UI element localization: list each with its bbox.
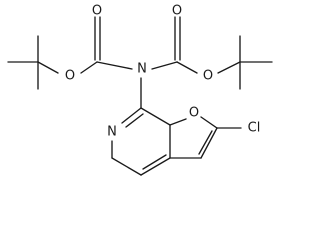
bond [217, 61, 241, 74]
bond [37, 61, 59, 74]
bond [125, 113, 144, 128]
bond [121, 107, 142, 124]
right-boc-group [151, 16, 198, 74]
bond [200, 116, 218, 129]
furan-oxygen-label: O [189, 106, 199, 121]
carbonyl-oxygen-left-label: O [92, 4, 102, 19]
bond [96, 61, 133, 70]
pyridine-nitrogen-label: N [107, 125, 117, 140]
left-boc-group [80, 16, 133, 74]
bond [198, 130, 213, 155]
bond [140, 107, 171, 126]
chlorine-label: Cl [248, 121, 261, 136]
bond [142, 154, 167, 170]
pyridine-ring [111, 107, 171, 176]
ester-oxygen-left-label: O [65, 69, 75, 84]
bond [111, 157, 142, 176]
bond [140, 157, 171, 176]
molecule-drawing: O O O O N N O Cl [7, 4, 273, 176]
bond [169, 118, 187, 126]
left-tert-butyl [7, 35, 59, 90]
ester-oxygen-right-label: O [203, 69, 213, 84]
imide-nitrogen-label: N [137, 62, 147, 77]
structure-diagram: O O O O N N O Cl [7, 3, 273, 176]
bond [151, 61, 178, 70]
right-tert-butyl [217, 35, 273, 90]
bond [80, 61, 98, 74]
bond [200, 127, 218, 159]
bond [176, 61, 198, 74]
carbonyl-oxygen-right-label: O [172, 4, 182, 19]
furan-ring [169, 116, 218, 159]
